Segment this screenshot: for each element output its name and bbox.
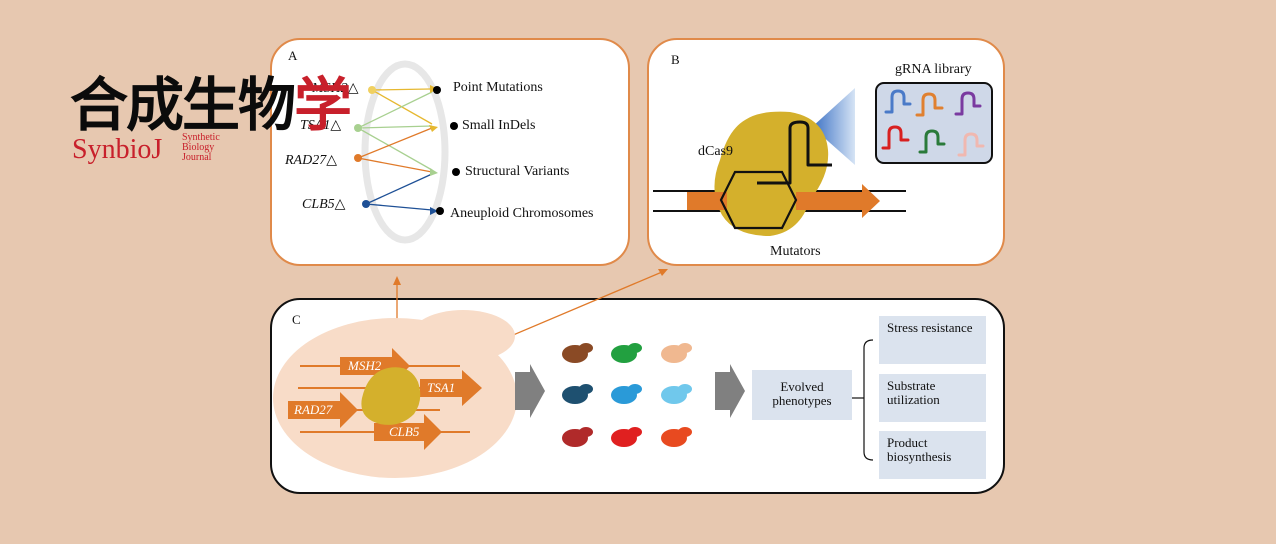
node-tsa1 (354, 124, 362, 132)
logo-sub-3: Journal (182, 152, 212, 163)
panel-b-label: B (671, 52, 680, 67)
mutator-hexagon (719, 170, 798, 230)
outcome-dot-1 (433, 86, 441, 94)
logo-sub-2: Biology (182, 142, 215, 153)
node-rad27 (354, 154, 362, 162)
gene-c-tsa1: TSA1 (427, 380, 456, 395)
yeast-colony-bud (678, 427, 692, 437)
outcome-dot-4 (436, 207, 444, 215)
gene-c-msh2: MSH2 (348, 358, 382, 373)
journal-logo-english: SynbioJ (72, 134, 163, 165)
yeast-colony-bud (628, 343, 642, 353)
logo-cn-black: 合成生物 (70, 71, 296, 139)
yeast-colony-bud (579, 427, 593, 437)
mutators-label: Mutators (770, 244, 821, 259)
grna-cone (812, 88, 855, 165)
yeast-colony-bud (628, 427, 642, 437)
journal-logo-subtitle: Synthetic Biology Journal (182, 133, 220, 163)
outcome-structural-variants: Structural Variants (465, 164, 570, 179)
panel-c-label: C (292, 312, 301, 327)
target-arrow (796, 184, 880, 218)
grna-strand (757, 120, 832, 185)
yeast-colony-bud (579, 384, 593, 394)
grey-arrow-2 (715, 364, 745, 418)
gene-label-rad27: RAD27△ (285, 153, 337, 168)
grna-glyphs (881, 89, 985, 157)
dcas9-protein (714, 111, 829, 236)
phenotype-product-biosynthesis: Product biosynthesis (879, 431, 986, 479)
yeast-bud (411, 310, 515, 362)
gene-label-msh2: MSH2△ (312, 81, 359, 96)
outcome-small-indels: Small InDels (462, 118, 536, 133)
colony-grid (562, 343, 692, 447)
gene-c-clb5: CLB5 (389, 424, 420, 439)
outcome-dot-2 (450, 122, 458, 130)
arrows-a (357, 88, 433, 211)
logo-cn-red: 学 (294, 71, 352, 139)
phenotype-stress-resistance: Stress resistance (879, 316, 986, 364)
yeast-protein (361, 367, 421, 425)
outcome-dot-3 (452, 168, 460, 176)
yeast-colony-bud (678, 384, 692, 394)
yeast-colony-bud (579, 343, 593, 353)
dcas9-label: dCas9 (698, 144, 733, 159)
gene-c-rad27: RAD27 (294, 402, 333, 417)
grey-arrow-1 (515, 364, 545, 418)
bracket (863, 339, 874, 461)
target-left (687, 192, 727, 210)
gene-label-tsa1: TSA1△ (300, 118, 342, 133)
gene-ellipse (361, 60, 449, 244)
evolved-phenotypes-box: Evolved phenotypes (752, 370, 852, 420)
gene-label-clb5: CLB5△ (302, 197, 346, 212)
outcome-point-mutations: Point Mutations (453, 80, 543, 95)
panel-a: A (270, 38, 630, 266)
gene-arrow-rad27 (288, 392, 358, 428)
journal-logo-chinese: 合成生物学 (70, 58, 352, 142)
node-msh2 (368, 86, 376, 94)
outcome-aneuploid: Aneuploid Chromosomes (450, 206, 594, 221)
grna-library-label: gRNA library (895, 62, 972, 77)
yeast-colony-bud (678, 343, 692, 353)
panel-a-label: A (288, 48, 298, 63)
logo-sub-1: Synthetic (182, 132, 220, 143)
node-clb5 (362, 200, 370, 208)
gene-arrow-tsa1 (420, 370, 482, 406)
phenotype-substrate-utilization: Substrate utilization (879, 374, 986, 422)
yeast-colony-bud (628, 384, 642, 394)
